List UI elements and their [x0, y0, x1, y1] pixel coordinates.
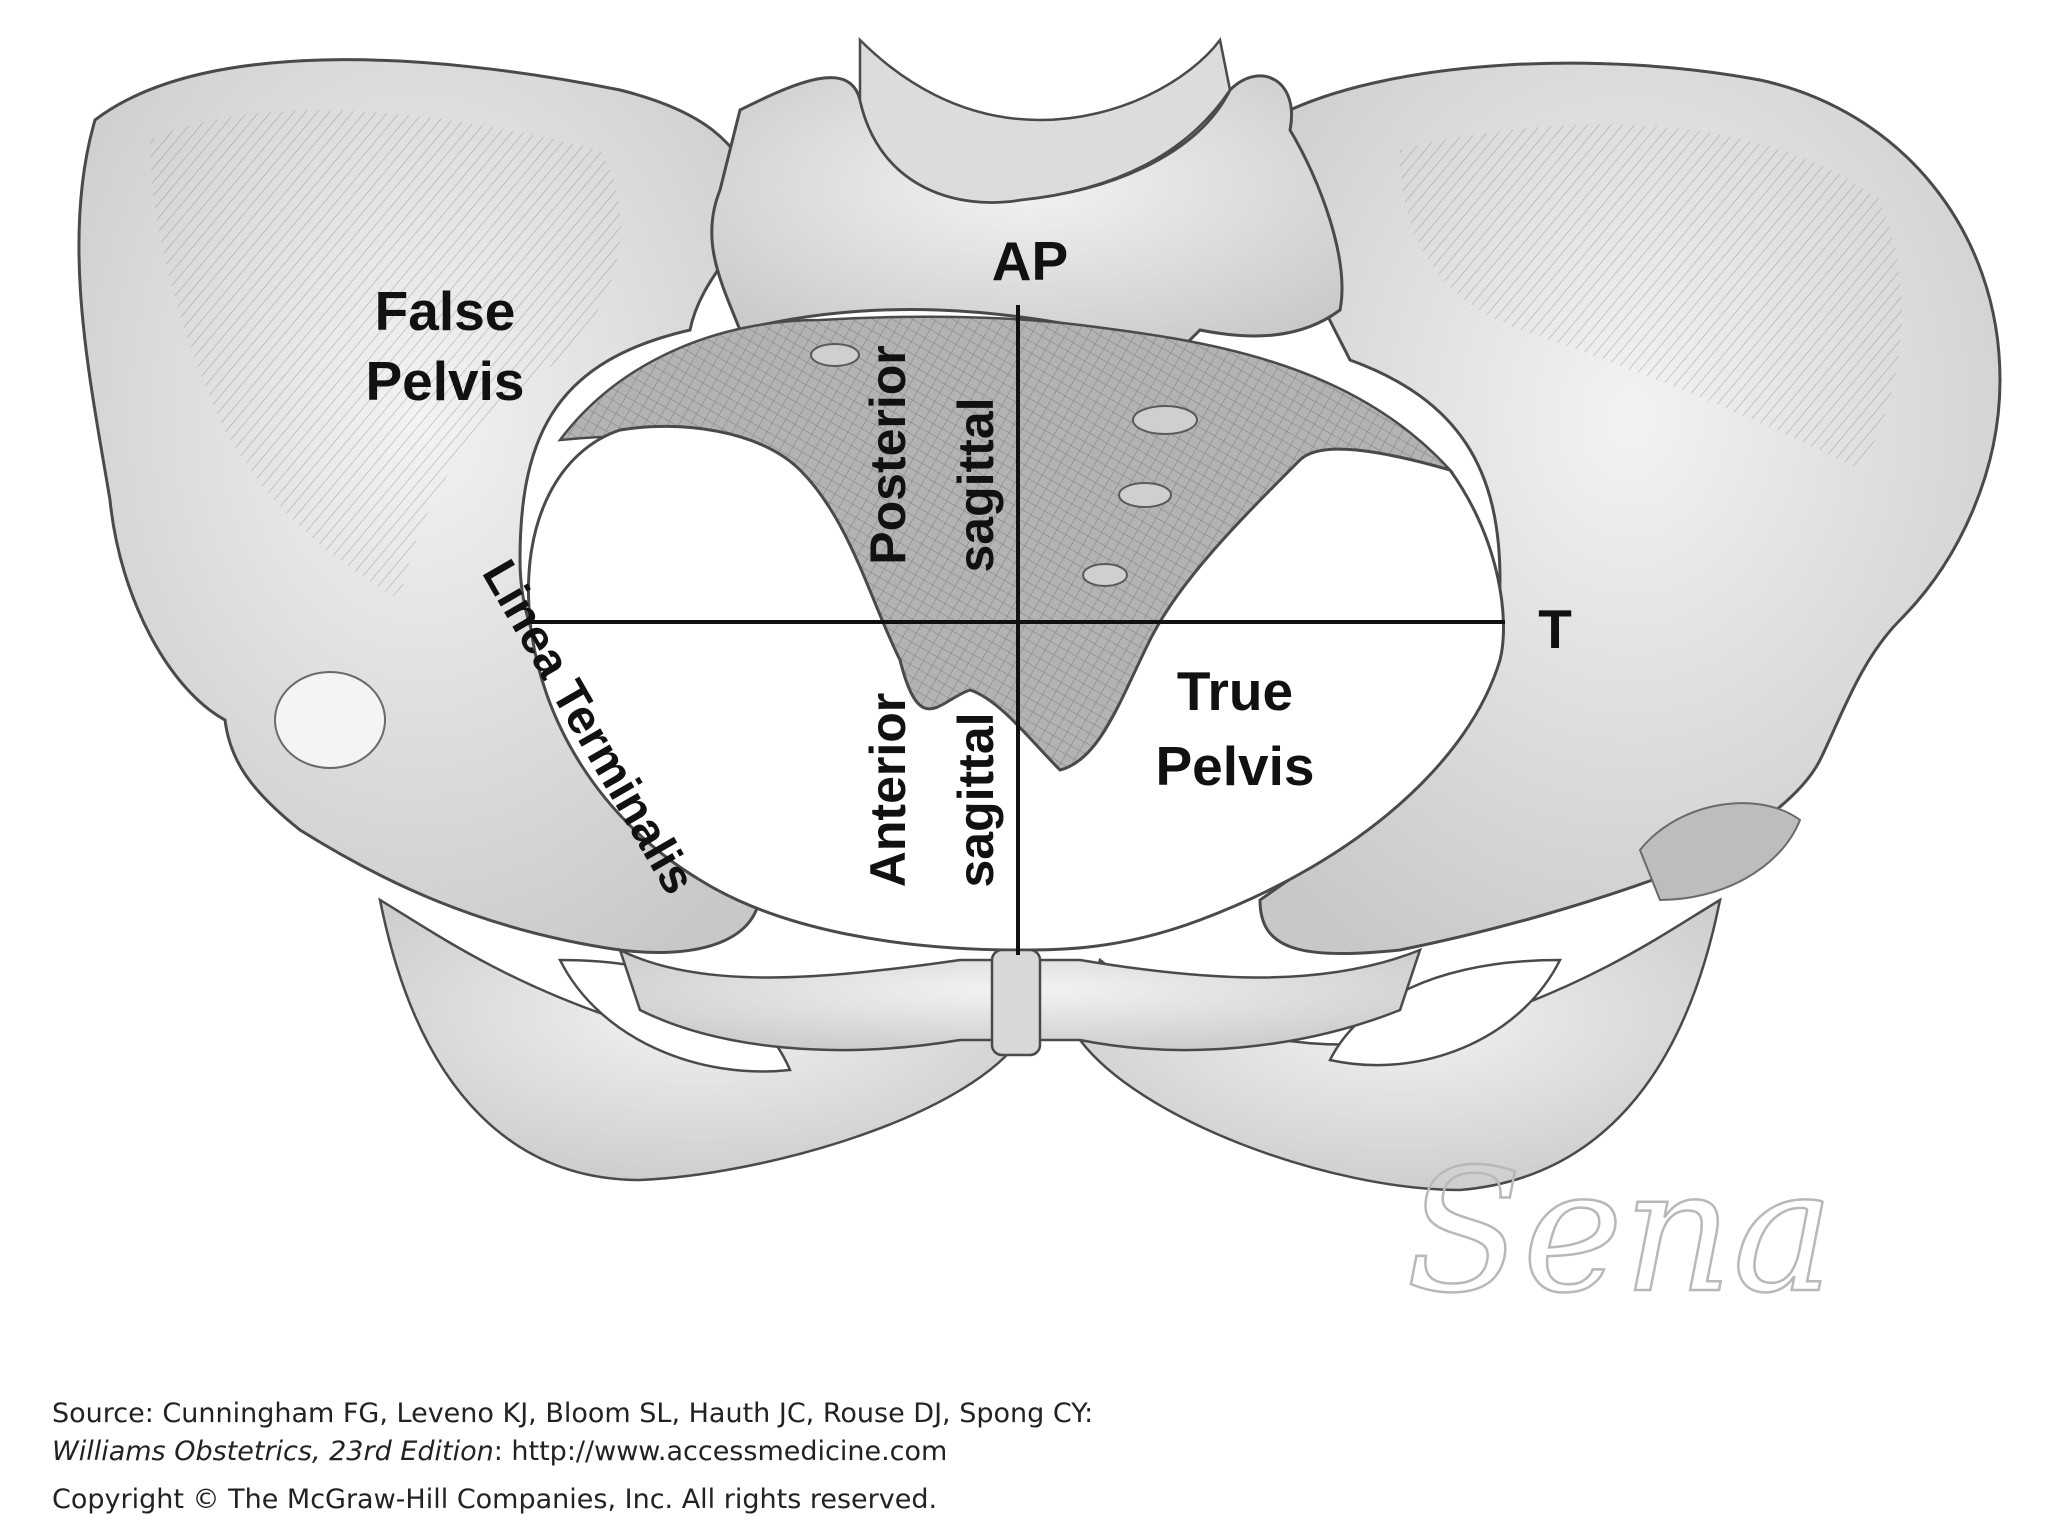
ischiopubic-rami: [378, 897, 1722, 1192]
posterior-sagittal-label: sagittal: [948, 397, 1004, 572]
anterior-sagittal-label: sagittal: [948, 712, 1004, 887]
false-pelvis-label-line1: False: [375, 280, 516, 342]
anterior-label: Anterior: [860, 693, 916, 887]
pubic-symphysis: [617, 947, 1423, 1057]
sacrum: [557, 36, 1454, 772]
true-pelvis-label-line2: Pelvis: [1155, 735, 1314, 797]
false-pelvis-label-line2: Pelvis: [365, 350, 524, 412]
caption-book-line: Williams Obstetrics, 23rd Edition: http:…: [52, 1433, 1952, 1471]
transverse-label: T: [1538, 598, 1572, 660]
pelvic-inlet: [527, 424, 1505, 952]
ap-label: AP: [992, 230, 1068, 292]
posterior-label: Posterior: [860, 345, 916, 565]
figure-caption: Source: Cunningham FG, Leveno KJ, Bloom …: [52, 1395, 1952, 1519]
pelvic-diameters: [530, 305, 1505, 955]
caption-book-title: Williams Obstetrics, 23rd Edition: [52, 1436, 494, 1467]
true-pelvis-label-line1: True: [1177, 660, 1293, 722]
caption-source: Source: Cunningham FG, Leveno KJ, Bloom …: [52, 1398, 1094, 1429]
caption-copyright: Copyright © The McGraw-Hill Companies, I…: [52, 1484, 938, 1515]
caption-url: : http://www.accessmedicine.com: [493, 1436, 948, 1467]
artist-signature: Sena: [1406, 1133, 1834, 1331]
right-ilium: [1258, 61, 2002, 955]
